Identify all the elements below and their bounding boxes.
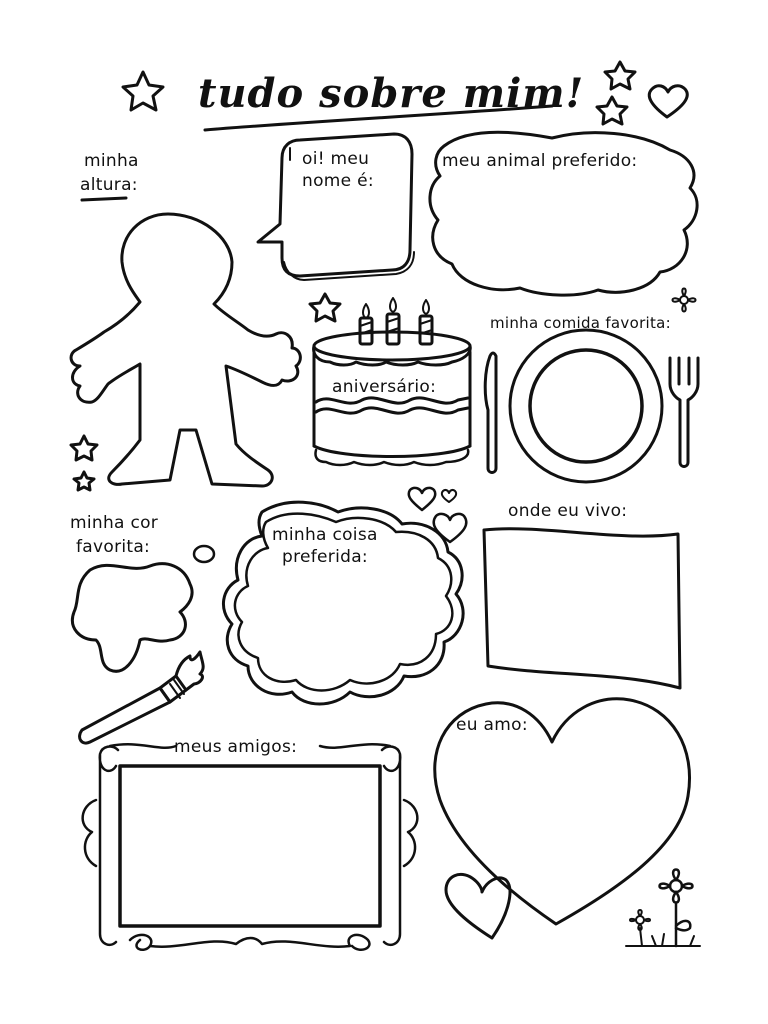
paint-drop: [192, 544, 216, 564]
flower-icon: [629, 909, 651, 947]
friends-label: meus amigos:: [174, 737, 298, 757]
animal-label: meu animal preferido:: [442, 151, 638, 171]
thing-label-line2: preferida:: [282, 547, 368, 567]
food-label: minha comida favorita:: [490, 314, 672, 332]
favorite-thing-cloud-inner: [233, 512, 454, 692]
heart-icon: [444, 873, 512, 940]
home-label: onde eu vivo:: [508, 501, 628, 521]
plate-inner: [528, 348, 644, 464]
heart-icon: [432, 512, 468, 544]
love-heart: [433, 697, 691, 926]
heart-icon: [647, 84, 689, 119]
star-icon: [72, 470, 96, 492]
star-icon: [121, 70, 165, 112]
flower-icon: [658, 868, 694, 948]
name-speech-bubble: [256, 132, 414, 278]
friends-frame: [81, 743, 419, 951]
page-title: tudo sobre mim!: [198, 70, 585, 117]
title-underline: [203, 104, 554, 132]
plate-icon: [508, 328, 664, 484]
person-outline-icon: [69, 212, 302, 488]
heart-icon: [440, 488, 458, 503]
love-label: eu amo:: [456, 715, 528, 735]
height-label-line1: minha: [84, 151, 139, 171]
star-icon: [595, 95, 629, 126]
star-icon: [603, 60, 637, 91]
color-label-line1: minha cor: [70, 513, 159, 533]
thing-label-line1: minha coisa: [272, 525, 378, 545]
star-icon: [308, 292, 342, 323]
name-speech-bubble-shadow: [283, 147, 415, 281]
height-label-line2: altura:: [80, 175, 138, 195]
flag-icon: [482, 527, 682, 690]
fork-icon: [668, 356, 700, 468]
heart-icon: [407, 486, 437, 512]
flower-icon: [671, 287, 697, 313]
paint-blob: [71, 562, 194, 673]
favorite-thing-cloud: [222, 500, 465, 706]
birthday-label: aniversário:: [332, 377, 437, 397]
color-label-line2: favorita:: [76, 537, 151, 557]
cake-icon: [312, 297, 472, 467]
grass: [625, 933, 701, 947]
star-icon: [69, 434, 99, 462]
knife-icon: [483, 351, 498, 474]
name-label-line1: oi! meu: [302, 149, 370, 169]
paintbrush-icon: [78, 650, 205, 745]
altura-underline: [80, 196, 128, 202]
name-label-line2: nome é:: [302, 171, 374, 191]
animal-cloud: [428, 130, 699, 297]
